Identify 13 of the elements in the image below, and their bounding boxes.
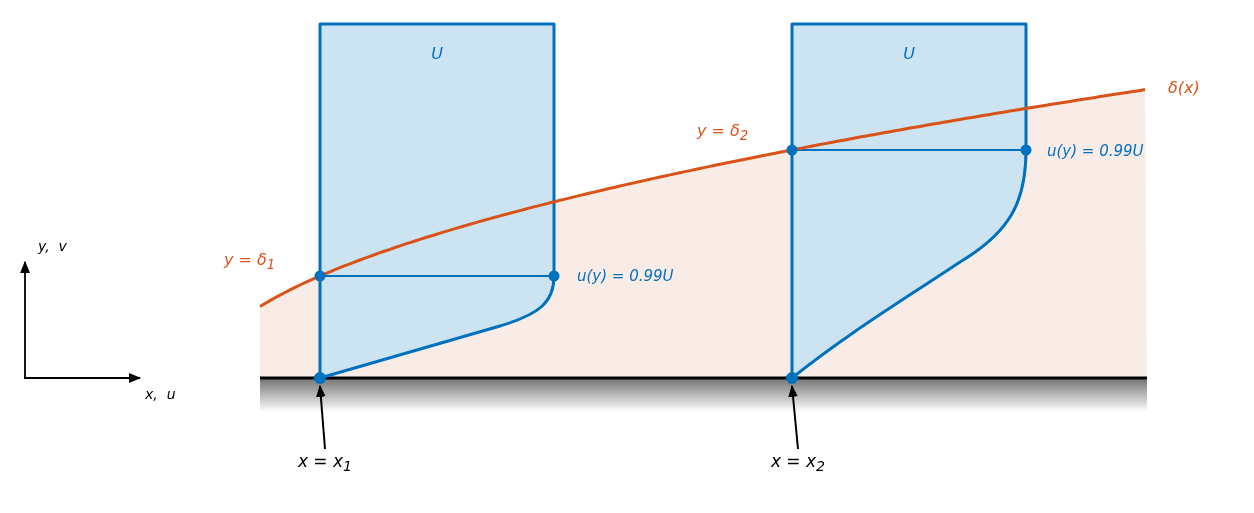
arrow <box>316 384 326 450</box>
profile-label: U <box>903 44 915 64</box>
arrow <box>788 384 799 450</box>
thickness-label: y = δ$_{2}$ <box>697 121 749 146</box>
profile-label: U <box>431 44 443 64</box>
axis-label: x, u <box>145 385 176 404</box>
velocity-label: u(y) = 0.99U <box>577 266 674 286</box>
axis-label: y, v <box>38 237 67 256</box>
position-label: x = x$_{1}$ <box>297 451 353 477</box>
thickness-label: y = δ$_{1}$ <box>224 250 276 275</box>
velocity-label: u(y) = 0.99U <box>1047 141 1144 161</box>
curve-label: δ(x) <box>1168 78 1200 98</box>
position-label: x = x$_{2}$ <box>770 451 826 477</box>
